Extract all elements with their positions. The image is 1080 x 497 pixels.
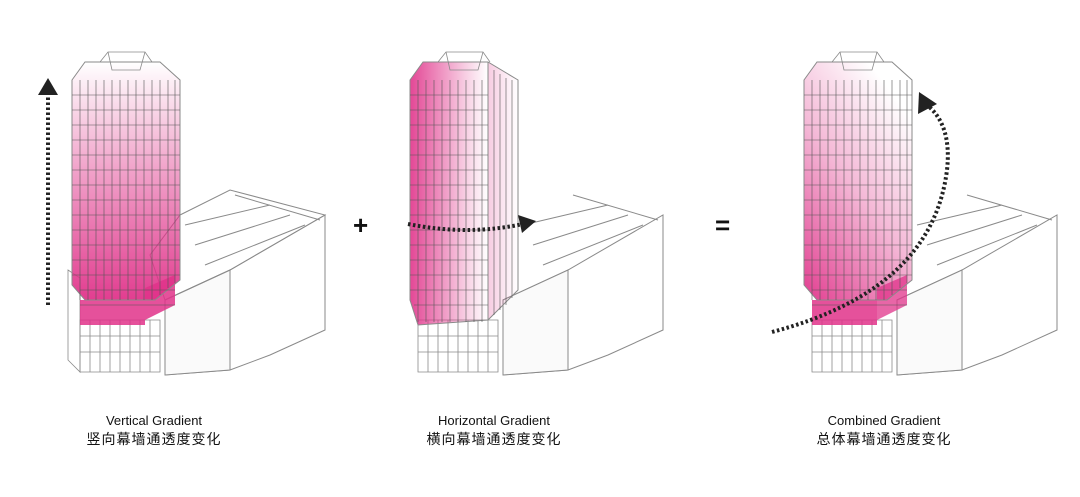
tower-vertical <box>38 51 327 376</box>
tower-combined <box>771 51 1058 376</box>
facade-grid <box>804 80 912 306</box>
diagram-canvas <box>38 51 1058 376</box>
caption-combined-zh: 总体幕墙通透度变化 <box>816 432 952 448</box>
caption-vertical-zh: 竖向幕墙通透度变化 <box>86 432 222 448</box>
caption-vertical-en: Vertical Gradient <box>105 413 203 428</box>
podium-block <box>149 189 327 376</box>
equals-operator: = <box>715 210 731 240</box>
tower-body <box>71 51 181 325</box>
tower-body <box>803 51 913 325</box>
caption-vertical: Vertical Gradient 竖向幕墙通透度变化 <box>24 412 284 450</box>
caption-horizontal: Horizontal Gradient 横向幕墙通透度变化 <box>364 412 624 450</box>
plus-operator: + <box>353 210 369 240</box>
podium-block <box>502 194 664 376</box>
caption-combined-en: Combined Gradient <box>827 413 941 428</box>
caption-horizontal-zh: 横向幕墙通透度变化 <box>426 432 562 448</box>
podium-block <box>896 194 1058 376</box>
arrow-right-head <box>518 215 536 233</box>
arrow-curved-head <box>918 92 937 114</box>
caption-horizontal-en: Horizontal Gradient <box>438 413 550 428</box>
arrow-up-head <box>38 78 58 95</box>
facade-grid <box>72 80 180 306</box>
facade-grid <box>410 70 513 322</box>
caption-combined: Combined Gradient 总体幕墙通透度变化 <box>754 412 1014 450</box>
base-grid <box>811 319 893 373</box>
arrow-curved-icon <box>771 103 950 334</box>
base-grid <box>417 319 499 373</box>
tower-horizontal <box>407 51 664 376</box>
tower-body <box>409 51 519 326</box>
